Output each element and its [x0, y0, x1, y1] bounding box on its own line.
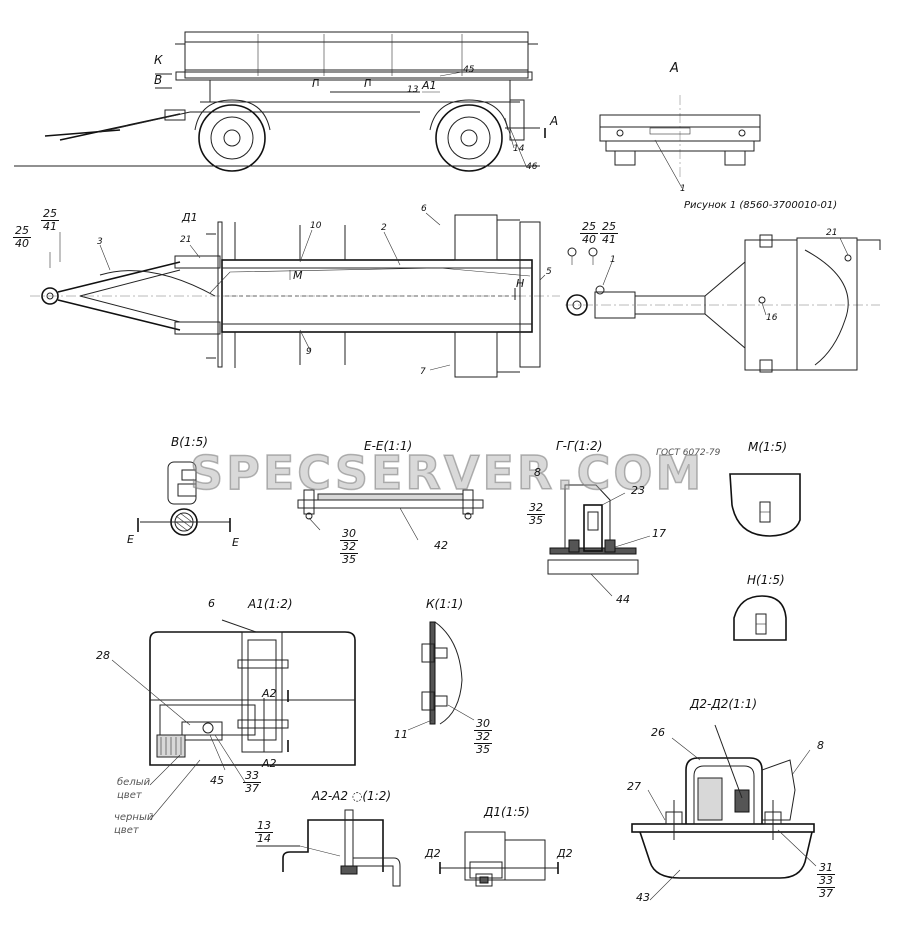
marker-k: К: [154, 53, 163, 67]
callout-45: 45: [463, 65, 475, 75]
callout-44: 44: [616, 593, 630, 606]
callout-8-d2: 8: [817, 739, 824, 752]
callout-46: 46: [526, 162, 538, 172]
marker-a2-2: А2: [262, 757, 277, 770]
section-a2a2-title: А2-А2 ◌(1:2): [312, 789, 392, 803]
marker-n: Н: [516, 277, 525, 290]
callout-13: 13: [407, 85, 419, 95]
section-gg: [547, 484, 651, 597]
section-d2d2: [631, 724, 817, 901]
drawbar-detail-view: [565, 234, 881, 373]
view-a-title: А: [670, 61, 679, 76]
callout-11: 11: [394, 728, 408, 741]
gost-note: ГОСТ 6072-79: [656, 448, 721, 458]
marker-d2-2: Д2: [557, 847, 573, 860]
callout-2: 2: [381, 223, 387, 233]
frame-plan-view: [30, 212, 560, 378]
view-k: [407, 621, 475, 731]
callout-28: 28: [96, 649, 110, 662]
view-a-rear: [599, 95, 761, 189]
callout-1: 1: [680, 184, 686, 194]
callout-26: 26: [651, 726, 665, 739]
marker-a2-1: А2: [262, 687, 277, 700]
view-d1: [439, 831, 559, 887]
view-a1: [111, 619, 356, 821]
callout-27: 27: [627, 780, 641, 793]
callout-14: 14: [513, 144, 525, 154]
wire-label-white-2: цвет: [117, 790, 142, 801]
view-k-title: К(1:1): [426, 597, 464, 611]
marker-m: М: [293, 269, 303, 282]
marker-g2: Г: [364, 77, 371, 90]
callout-21: 21: [180, 235, 192, 245]
wire-label-black: черный: [114, 812, 154, 823]
view-d1-title: Д1(1:5): [484, 805, 530, 819]
wire-label-white: белый: [117, 777, 151, 788]
callout-8: 8: [534, 466, 541, 479]
callout-17: 17: [652, 527, 666, 540]
trailer-side-view: [14, 31, 546, 172]
section-ee: [297, 489, 484, 541]
wire-label-black-2: цвет: [114, 825, 139, 836]
callout-43: 43: [636, 891, 650, 904]
callout-6-a1: 6: [208, 597, 215, 610]
callout-6: 6: [421, 204, 427, 214]
section-d2d2-title: Д2-Д2(1:1): [690, 697, 758, 711]
view-v-title: В(1:5): [171, 435, 208, 449]
marker-a: А: [550, 114, 559, 128]
callout-5: 5: [546, 267, 552, 277]
marker-a1: А1: [422, 79, 437, 92]
view-m: [729, 473, 801, 537]
marker-e1: Е: [127, 533, 134, 546]
view-n-title: Н(1:5): [747, 573, 785, 587]
callout-3: 3: [97, 237, 103, 247]
callout-21-detail: 21: [826, 228, 838, 238]
view-a1-title: А1(1:2): [248, 597, 293, 611]
section-gg-title: Г-Г(1:2): [556, 439, 603, 453]
callout-9: 9: [306, 347, 312, 357]
callout-45-a1: 45: [210, 774, 224, 787]
callout-7: 7: [420, 367, 426, 377]
view-n: [733, 595, 787, 641]
marker-g1: Г: [312, 77, 319, 90]
callout-42: 42: [434, 539, 448, 552]
section-a2a2: [256, 809, 401, 887]
section-ee-title: Е-Е(1:1): [364, 439, 413, 453]
figure-caption: Рисунок 1 (8560-3700010-01): [684, 200, 838, 211]
marker-e2: Е: [232, 536, 239, 549]
marker-d1: Д1: [182, 211, 198, 224]
callout-23: 23: [631, 484, 645, 497]
callout-16: 16: [766, 313, 778, 323]
marker-v: В: [154, 73, 163, 87]
marker-d2-1: Д2: [425, 847, 441, 860]
callout-10: 10: [310, 221, 322, 231]
watermark-text: SPECSERVER.COM: [189, 445, 705, 501]
view-v-detail: [137, 461, 231, 536]
view-m-title: М(1:5): [748, 440, 788, 454]
callout-1-detail: 1: [610, 255, 616, 265]
